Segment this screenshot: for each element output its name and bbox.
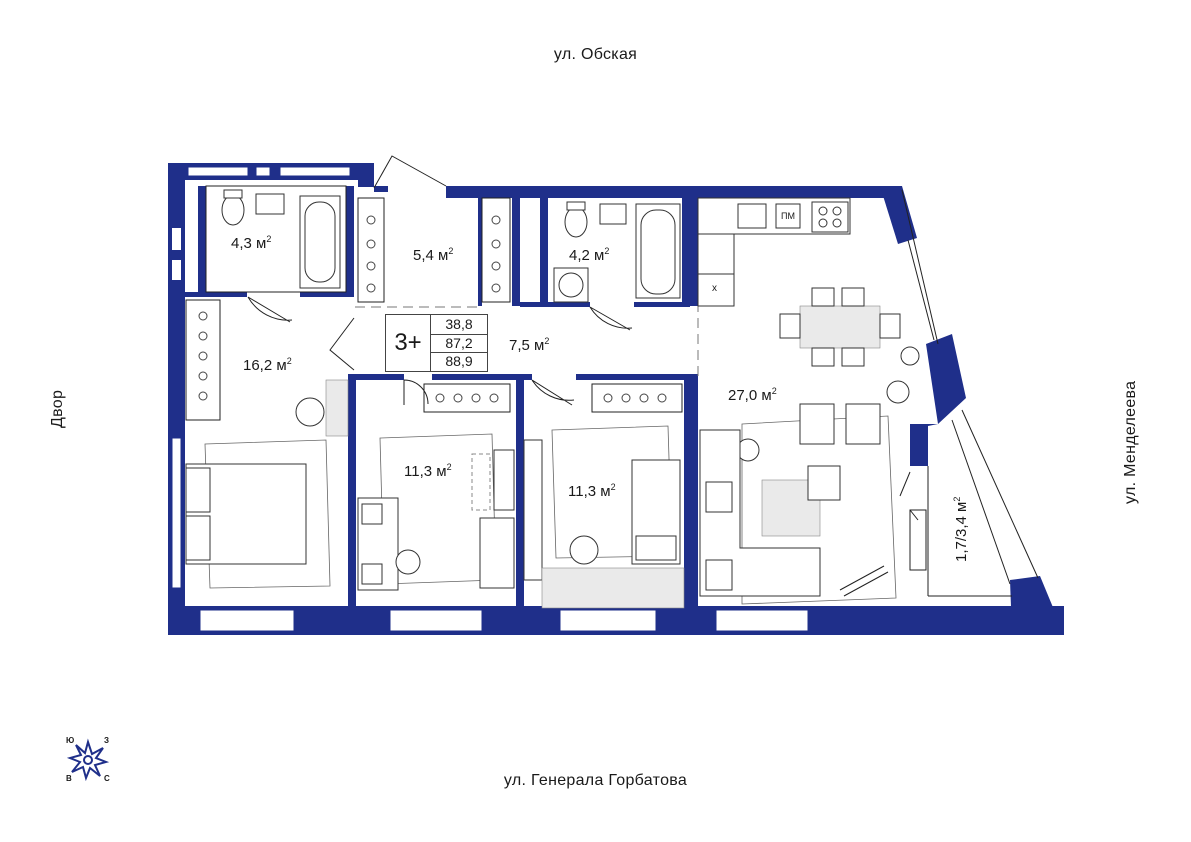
bathroom-1-fixtures xyxy=(205,185,347,293)
room-count: 3+ xyxy=(386,315,431,371)
area-bath-2: 4,2 м2 xyxy=(569,246,610,264)
area-total-with-balcony: 88,9 xyxy=(445,353,473,370)
balcony-fixtures xyxy=(909,509,927,571)
area-living-total: 38,8 xyxy=(431,315,487,335)
kitchen-fixtures xyxy=(697,197,920,404)
area-balcony: 1,7/3,4 м2 xyxy=(952,496,970,562)
area-living: 27,0 м2 xyxy=(728,386,777,404)
area-corridor: 7,5 м2 xyxy=(509,336,550,354)
bedroom-3-furniture xyxy=(523,383,685,609)
outer-walls xyxy=(168,163,1064,635)
compass-label-south: Ю xyxy=(66,736,75,745)
closet-fixtures xyxy=(357,197,511,303)
area-closet: 5,4 м2 xyxy=(413,246,454,264)
area-bedroom-2: 11,3 м2 xyxy=(404,462,452,480)
stove-label: ПМ xyxy=(781,211,795,221)
doors xyxy=(247,155,919,521)
compass-label-north: С xyxy=(104,774,110,783)
bedroom-2-furniture xyxy=(357,383,515,591)
glazing xyxy=(901,189,1039,597)
area-total: 87,2 xyxy=(431,334,487,354)
living-furniture xyxy=(699,403,897,605)
area-bedroom-3: 11,3 м2 xyxy=(568,482,616,500)
inner-walls xyxy=(185,186,698,608)
compass-label-west: З xyxy=(104,736,110,745)
bathroom-2-fixtures xyxy=(553,201,681,303)
area-bath-1: 4,3 м2 xyxy=(231,234,272,252)
street-label-top: ул. Обская xyxy=(553,46,638,63)
compass-icon xyxy=(66,738,110,782)
dryer-label: х xyxy=(712,283,717,294)
area-bedroom-master: 16,2 м2 xyxy=(243,356,292,374)
apartment-summary: 3+ 38,8 87,2 88,9 xyxy=(385,314,488,372)
compass-label-east: В xyxy=(66,774,72,783)
master-bedroom-furniture xyxy=(185,299,349,589)
street-label-bottom: ул. Генерала Горбатова xyxy=(503,772,688,789)
